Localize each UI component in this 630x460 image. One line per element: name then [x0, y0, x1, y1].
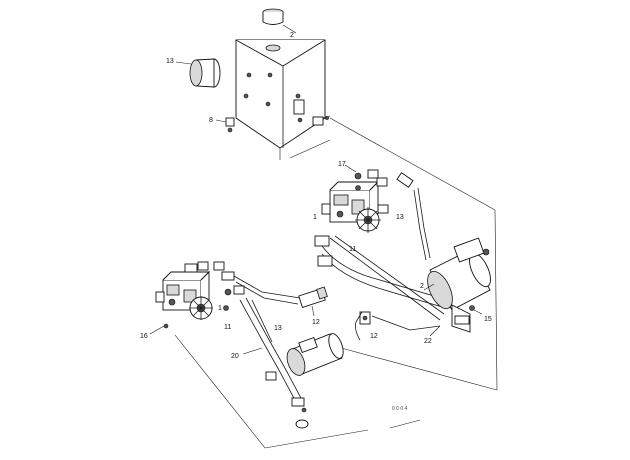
callout-13-main: 13 [396, 214, 404, 221]
callout-20: 20 [231, 353, 239, 360]
fitting-8 [215, 117, 235, 133]
main-hydraulic-pump [321, 180, 389, 233]
elbow-tube-upper-right [396, 172, 431, 261]
tank-side-fitting [312, 115, 331, 126]
callout-1-left: 1 [218, 305, 222, 312]
callout-2: 2 [290, 32, 294, 39]
leader-16 [149, 325, 165, 335]
left-pump-fittings [197, 261, 301, 311]
main-pump-hoses [314, 235, 449, 321]
callout-13-left: 13 [274, 325, 282, 332]
hydraulic-motor-lower [286, 333, 344, 376]
filter-canister [175, 58, 221, 88]
bolt-16 [163, 323, 169, 329]
leader-22 [429, 325, 441, 337]
callout-11-main: 11 [349, 246, 356, 253]
callout-15: 15 [484, 316, 492, 323]
callout-12-a: 12 [312, 319, 320, 326]
callout-12-b: 12 [370, 333, 378, 340]
callout-11-left: 11 [224, 324, 231, 331]
lower-hose-assembly [239, 297, 309, 429]
leader-2-motor [423, 283, 435, 291]
secondary-hydraulic-pump [155, 263, 213, 320]
callout-22: 22 [424, 338, 432, 345]
motor-fitting-15 [469, 305, 483, 315]
hydraulic-motor-right [427, 237, 491, 333]
leader-20 [242, 347, 263, 355]
callout-17: 17 [338, 161, 346, 168]
hose-coupling-lower [355, 311, 441, 341]
callout-16: 16 [140, 333, 148, 340]
reservoir-cap [262, 8, 297, 34]
callout-13-reservoir: 13 [166, 58, 174, 65]
assembly-leader-lines [174, 117, 498, 449]
callout-1-main: 1 [313, 214, 317, 221]
hose-coupling-center [298, 286, 328, 317]
callout-8: 8 [209, 117, 213, 124]
callout-2-motor: 2 [420, 283, 424, 290]
drawing-code: 0 0 0 4 [392, 406, 408, 412]
hydraulic-reservoir-tank [235, 39, 331, 160]
pump-fitting-17 [344, 164, 388, 187]
